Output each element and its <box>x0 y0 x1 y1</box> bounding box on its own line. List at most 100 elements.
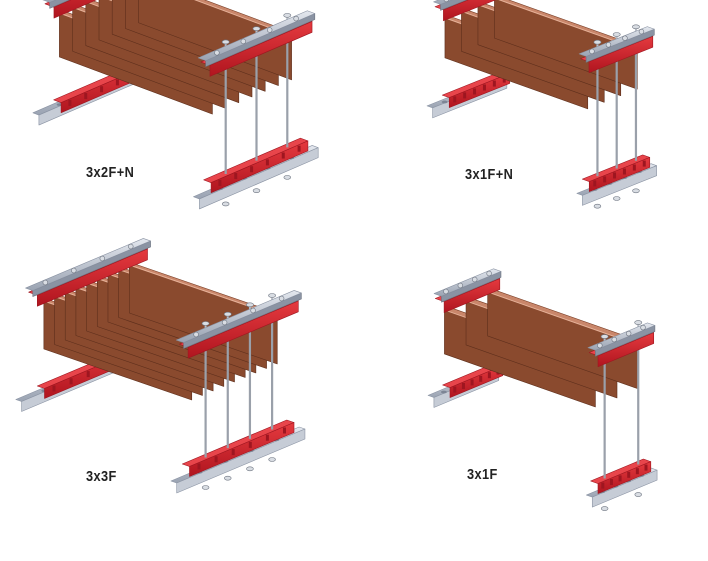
insulator-slot <box>234 173 238 180</box>
rail-bolt <box>443 288 449 295</box>
insulator-slot <box>470 379 474 386</box>
bolt-nut-bottom <box>252 188 261 193</box>
bottom-rail-side <box>176 428 306 494</box>
insulator-slot <box>250 166 254 173</box>
bolt-nut <box>634 320 643 325</box>
insulator-slot <box>453 386 457 393</box>
insulator-slot <box>502 76 506 83</box>
top-rail-top <box>176 290 302 343</box>
rail-bolt <box>597 342 603 349</box>
bolt-nut <box>268 293 276 298</box>
insulator-slot <box>627 471 631 478</box>
insulator-slot <box>635 468 639 475</box>
bolt-nut-bottom <box>246 466 254 472</box>
rail-slot <box>440 390 447 394</box>
bolt-nut-bottom <box>224 475 232 481</box>
rail-bolt <box>640 324 646 331</box>
insulator-slot <box>197 463 201 470</box>
insulator-slot <box>100 86 104 93</box>
assembly-3x1f <box>427 268 658 511</box>
insulator-slot <box>492 80 496 87</box>
rail-bolt <box>214 50 220 56</box>
copper-bar-edge <box>194 0 292 37</box>
top-rail-top <box>197 10 316 61</box>
top-rail-top <box>42 0 57 3</box>
label-3x3f: 3x3F <box>86 468 117 485</box>
rail-bolt <box>221 319 228 326</box>
insulator-slot <box>479 375 483 382</box>
bolt-nut-bottom <box>634 492 642 497</box>
assembly-3x3f <box>15 238 306 494</box>
insulator-slot <box>603 176 607 183</box>
bolt-nut-bottom <box>612 196 621 201</box>
top-rail-side <box>49 0 70 9</box>
insulator-slot <box>52 385 56 392</box>
rail-slot <box>441 100 448 104</box>
insulator-slot <box>84 93 88 100</box>
rail-bolt <box>128 243 134 250</box>
bolt-nut <box>246 302 254 308</box>
assembly-3x1f-n <box>426 0 657 209</box>
bolt-nut <box>632 24 640 30</box>
label-3x2f-n: 3x2F+N <box>86 164 135 181</box>
bottom-rail-side <box>199 147 319 210</box>
rail-bolt <box>622 35 628 41</box>
bolt-nut-bottom <box>283 175 291 180</box>
insulator-slot <box>297 145 301 152</box>
bolt-nut <box>252 26 261 31</box>
bolt-nut-bottom <box>222 201 230 207</box>
bolt-nut <box>612 32 621 37</box>
bolt-nut <box>593 39 602 45</box>
rail-bolt <box>472 276 478 283</box>
bolt-nut-bottom <box>268 457 276 462</box>
insulator-slot <box>482 84 486 91</box>
insulator-slot <box>609 479 613 485</box>
rail-bolt <box>240 38 247 45</box>
insulator-slot <box>453 96 457 103</box>
rail-bolt <box>193 331 199 338</box>
bolt-nut <box>283 13 292 18</box>
label-3x1f-n: 3x1F+N <box>465 166 514 183</box>
insulator-slot <box>473 88 477 95</box>
rail-bolt <box>293 15 299 22</box>
insulator-slot <box>281 152 285 159</box>
bolt-nut <box>223 311 232 317</box>
insulator-slot <box>463 92 467 99</box>
rail-bolt <box>611 336 617 343</box>
insulator-slot <box>622 168 626 175</box>
insulator-slot <box>601 482 605 489</box>
bolt-nut-bottom <box>632 188 640 194</box>
bottom-rail-side <box>582 165 657 206</box>
insulator-slot <box>214 456 218 463</box>
copper-bar-edge <box>129 264 278 317</box>
insulator-slot <box>487 372 491 379</box>
insulator-slot <box>248 441 252 448</box>
rail-bolt <box>250 307 256 314</box>
bottom-rail-side <box>591 469 658 508</box>
rail-bolt <box>443 0 449 3</box>
rail-bolt <box>278 295 285 302</box>
insulator-slot <box>461 383 465 389</box>
rail-bolt <box>71 267 77 274</box>
bolt-nut-bottom <box>201 485 210 490</box>
insulator-slot <box>593 180 597 187</box>
top-rail-side <box>440 0 468 11</box>
insulator-slot <box>644 464 648 471</box>
bolt-nut-bottom <box>600 506 609 511</box>
insulator-slot <box>265 434 269 441</box>
copper-bar-edge <box>487 291 639 346</box>
top-insulator-side <box>53 0 97 19</box>
assembly-3x2f-n <box>32 0 319 210</box>
insulator-slot <box>86 371 90 378</box>
rail-bolt <box>457 282 464 289</box>
bolt-nut <box>201 321 210 326</box>
insulator-slot <box>68 99 72 106</box>
insulator-slot <box>69 378 73 385</box>
insulator-slot <box>642 160 646 167</box>
rail-bolt <box>486 270 492 277</box>
label-3x1f: 3x1F <box>467 466 498 483</box>
insulator-slot <box>265 159 269 166</box>
rail-bolt <box>625 330 632 337</box>
rail-bolt <box>99 255 106 262</box>
